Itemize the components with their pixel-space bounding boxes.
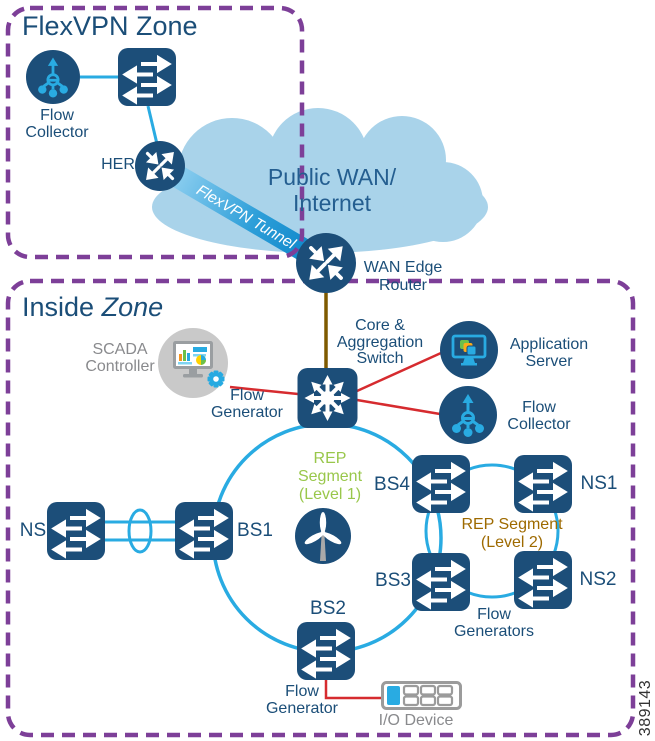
inside-zone-title-text: Inside — [22, 292, 95, 322]
flexvpn-switch-icon — [118, 48, 176, 106]
rep-ring-level2 — [424, 463, 560, 599]
core-to-appserver-link — [356, 351, 442, 393]
flow-generator-bottom-label: Flow Generator — [265, 683, 339, 717]
bs4-switch-icon — [412, 455, 470, 513]
application-server-icon — [440, 321, 498, 379]
flow-generator-top-label: Flow Generator — [210, 387, 284, 421]
switch-to-her-link — [146, 105, 159, 145]
wind-turbine-icon — [295, 508, 351, 564]
etherchannel-ellipse — [127, 508, 153, 554]
flexvpn-zone-title: FlexVPN Zone — [22, 12, 198, 40]
io-device-label: I/O Device — [378, 712, 454, 729]
rep-segment-level1-label: REP Segment (Level 1) — [297, 450, 363, 503]
ns-switch-icon — [47, 502, 105, 560]
bs3-switch-icon — [412, 553, 470, 611]
flexvpn-zone-title-text: FlexVPN Zone — [22, 11, 198, 41]
core-to-collector-link — [356, 398, 441, 416]
public-wan-cloud — [152, 108, 488, 253]
bs2-label: BS2 — [310, 598, 346, 619]
core-aggregation-switch-icon — [297, 368, 358, 428]
ns1-label: NS1 — [580, 473, 618, 494]
scada-controller-label: SCADA Controller — [85, 341, 155, 375]
her-router-icon — [135, 141, 185, 191]
red-links — [229, 351, 442, 700]
io-device-icon — [381, 681, 462, 710]
application-server-label: Application Server — [509, 336, 589, 370]
wan-edge-router-label: WAN Edge Router — [363, 259, 443, 294]
her-label: HER — [101, 156, 135, 173]
core-aggregation-label: Core & Aggregation Switch — [336, 317, 424, 367]
bs2-to-iodevice-link — [324, 680, 383, 700]
inside-zone-border — [5, 278, 636, 738]
ns1-switch-icon — [514, 455, 572, 513]
bs1-label: BS1 — [237, 520, 273, 541]
flow-collector-inside-icon — [439, 386, 497, 444]
flexvpn-zone-border — [5, 5, 305, 260]
inside-zone-title: Inside Zone — [22, 293, 163, 321]
ns2-label: NS2 — [579, 569, 617, 590]
flow-collector-flexvpn-icon — [26, 50, 80, 104]
bs1-switch-icon — [175, 502, 233, 560]
scada-controller-icon — [158, 328, 228, 398]
ns2-switch-icon — [514, 551, 572, 609]
inside-zone-title-zone: Zone — [101, 292, 164, 322]
ns-label: NS — [19, 520, 47, 541]
figure-number: 389143 — [637, 679, 654, 737]
flow-collector-flexvpn-label: Flow Collector — [25, 107, 89, 141]
bs4-label: BS4 — [374, 474, 410, 495]
flow-collector-inside-label: Flow Collector — [507, 399, 571, 433]
flow-generators-label: Flow Generators — [453, 606, 535, 640]
public-wan-label: Public WAN/ Internet — [267, 164, 397, 216]
bs3-label: BS3 — [375, 570, 411, 591]
wan-edge-router-icon — [296, 233, 356, 293]
rep-segment-level2-label: REP Segment (Level 2) — [461, 516, 563, 551]
scada-to-core-link — [229, 385, 299, 396]
bs2-switch-icon — [297, 622, 355, 680]
